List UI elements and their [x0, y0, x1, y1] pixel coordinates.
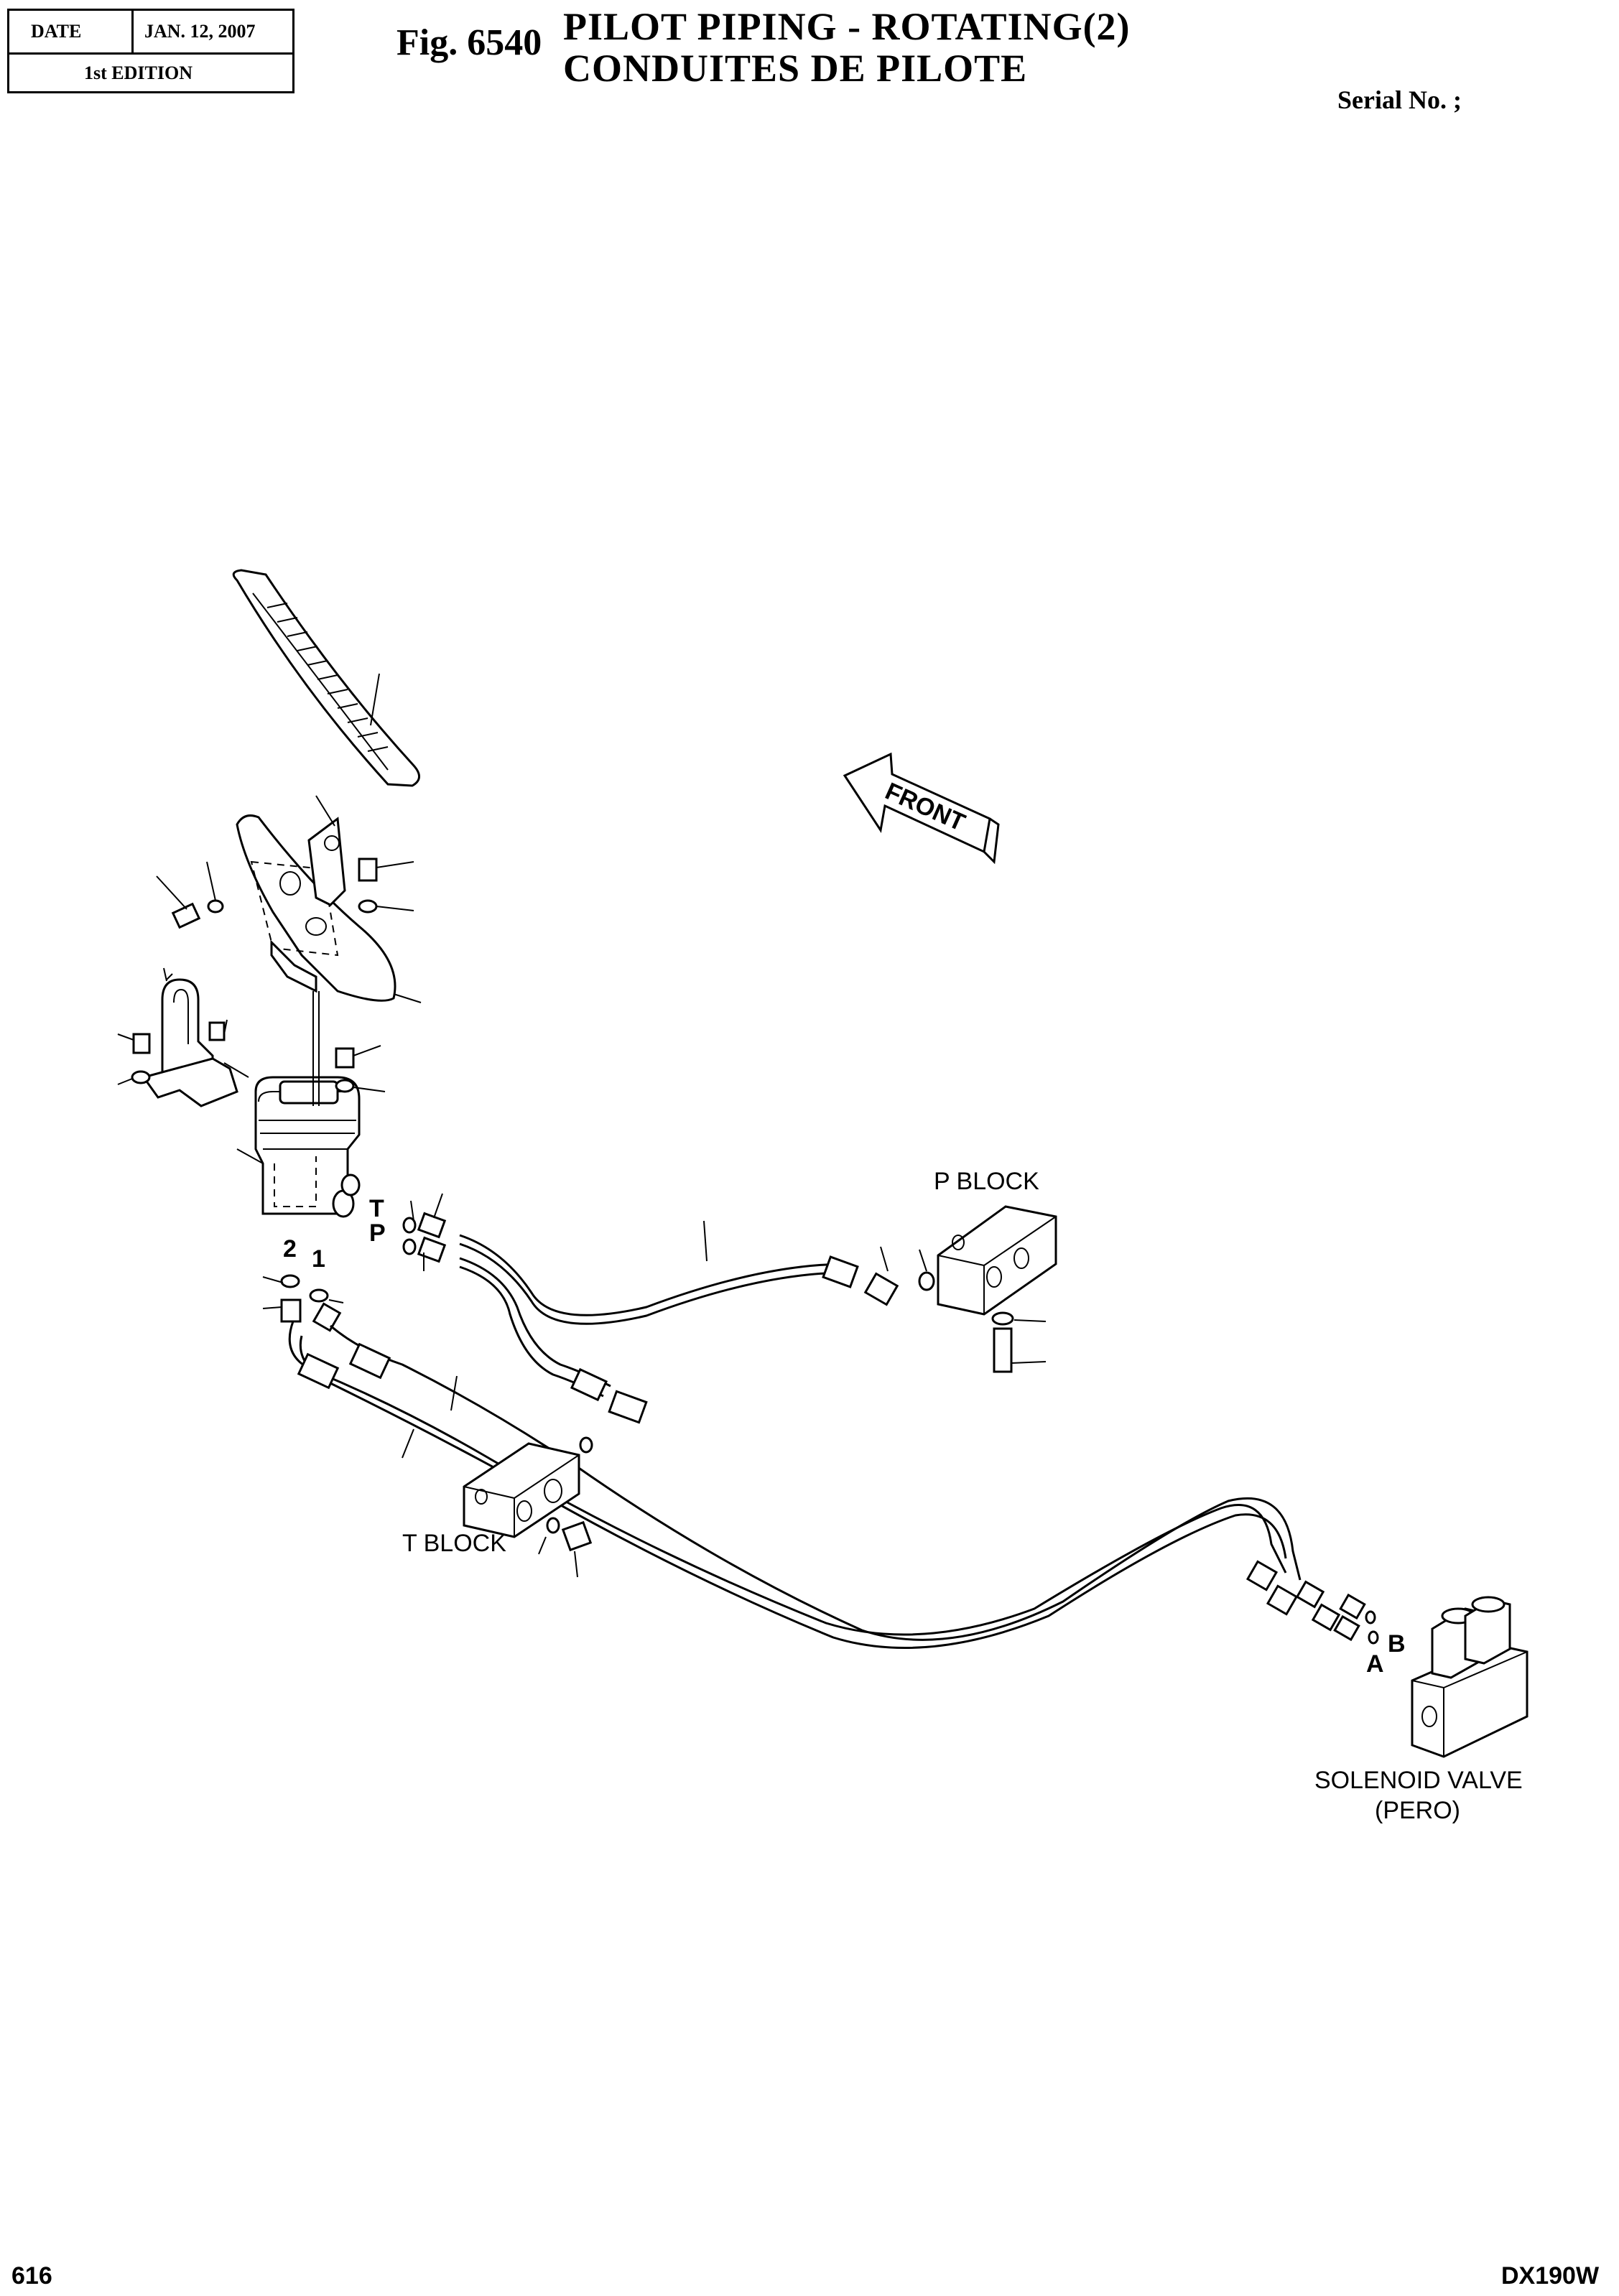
- long-hose-group: [288, 1321, 1302, 1649]
- t-block: [463, 1436, 593, 1578]
- title-french: CONDUITES DE PILOTE: [563, 47, 1028, 90]
- port-b-label: B: [1388, 1630, 1406, 1658]
- port-2-label: 2: [283, 1235, 297, 1263]
- t-block-label: T BLOCK: [402, 1530, 506, 1557]
- tp-port-fittings: [402, 1193, 447, 1271]
- pedal-bolt-left: [156, 861, 224, 929]
- pedal-plate: [236, 795, 422, 1003]
- edition-label: 1st EDITION: [84, 62, 192, 83]
- solenoid-valve-sublabel: (PERO): [1375, 1797, 1460, 1824]
- header-info-box: DATE JAN. 12, 2007 1st EDITION: [7, 9, 294, 93]
- port-a-label: A: [1366, 1650, 1384, 1678]
- pedal-bolt-right: [358, 857, 414, 914]
- solenoid-fittings: [1245, 1560, 1379, 1645]
- pedal-rubber-pad: [232, 569, 420, 787]
- title-english: PILOT PIPING - ROTATING(2): [563, 5, 1131, 48]
- date-label: DATE: [31, 21, 82, 42]
- port-t-label: T: [369, 1195, 384, 1222]
- p-block: [918, 1205, 1057, 1316]
- pilot-valve: [236, 991, 361, 1218]
- pilot-hose-to-p-block: [459, 1220, 899, 1325]
- front-label: FRONT: [881, 778, 970, 837]
- model-number: DX190W: [1501, 2262, 1600, 2290]
- figure-number: Fig. 6540: [396, 22, 542, 63]
- serial-number-label: Serial No. ;: [1337, 85, 1462, 114]
- port-1-2-fittings: [262, 1274, 344, 1332]
- page-number: 616: [11, 2262, 52, 2290]
- p-block-bolt: [991, 1311, 1047, 1373]
- port-1-label: 1: [312, 1245, 325, 1273]
- port-p-label: P: [369, 1219, 386, 1247]
- header-date-row: [9, 11, 292, 55]
- handle-bracket: [142, 967, 249, 1107]
- solenoid-valve-label: SOLENOID VALVE: [1314, 1767, 1523, 1794]
- pilot-valve-bolt: [335, 1045, 386, 1093]
- pilot-hose-to-t-block: [459, 1257, 648, 1424]
- bracket-bolt: [117, 1033, 151, 1085]
- front-arrow-icon: FRONT: [843, 752, 1000, 865]
- header-separator: [131, 11, 134, 52]
- solenoid-valve: [1411, 1596, 1528, 1758]
- date-value: JAN. 12, 2007: [144, 21, 256, 42]
- p-block-label: P BLOCK: [934, 1168, 1039, 1195]
